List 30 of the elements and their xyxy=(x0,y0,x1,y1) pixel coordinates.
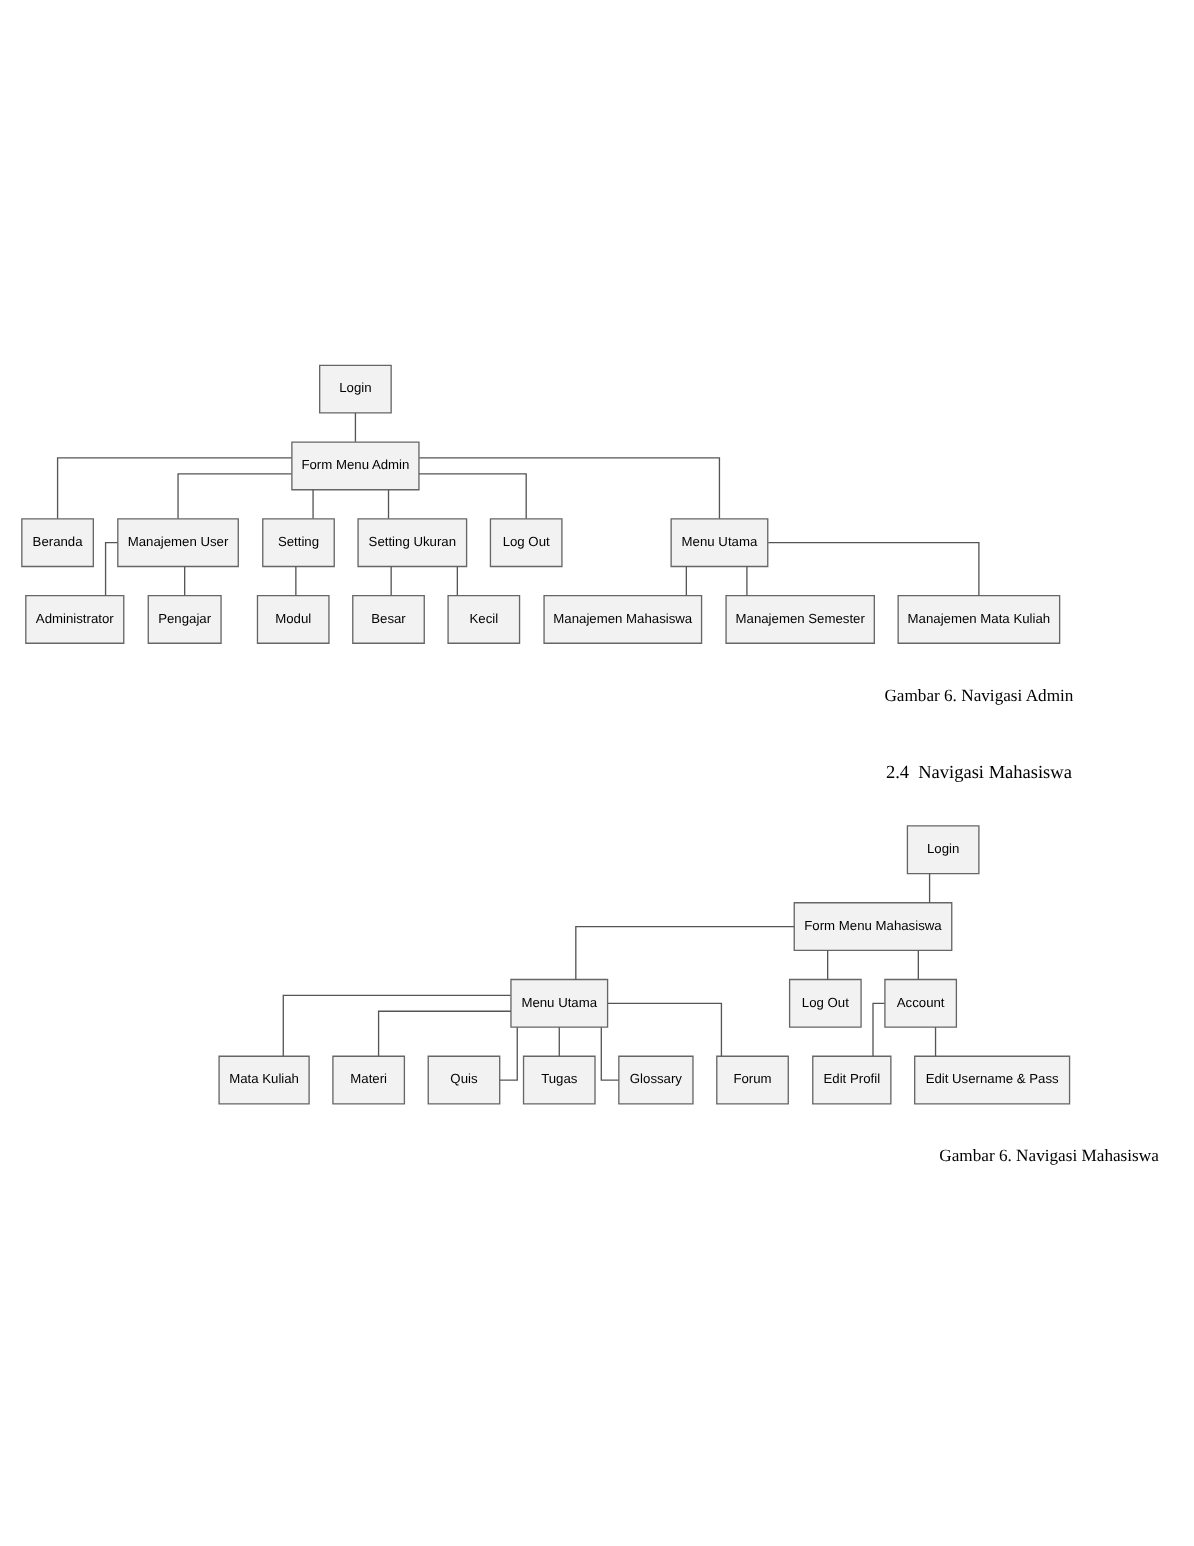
connector xyxy=(184,565,186,596)
connector xyxy=(600,1026,620,1081)
label: Gambar 6. Navigasi Mahasiswa xyxy=(939,1145,1159,1166)
connector xyxy=(177,473,293,520)
connector xyxy=(917,949,919,980)
connector xyxy=(575,925,795,981)
connector xyxy=(558,1026,560,1057)
connector xyxy=(387,489,390,520)
connector xyxy=(456,565,458,596)
label: 2.4 Navigasi Mahasiswa xyxy=(885,763,1072,784)
connector xyxy=(354,412,357,443)
connector xyxy=(827,949,829,980)
connector xyxy=(390,565,392,596)
connector xyxy=(418,473,527,520)
connector xyxy=(377,1010,512,1057)
connector xyxy=(104,542,119,597)
connector xyxy=(928,873,931,904)
connector xyxy=(312,489,314,520)
connector xyxy=(499,1026,518,1081)
connector xyxy=(56,457,293,520)
connector xyxy=(934,1026,937,1057)
connector xyxy=(282,994,512,1057)
connector xyxy=(418,457,721,520)
label: Gambar 6. Navigasi Admin xyxy=(884,684,1074,705)
connector xyxy=(607,1002,723,1057)
connector xyxy=(685,565,687,596)
connector xyxy=(872,1002,886,1057)
connector xyxy=(295,565,297,596)
connector xyxy=(767,542,980,597)
connector xyxy=(746,565,748,596)
